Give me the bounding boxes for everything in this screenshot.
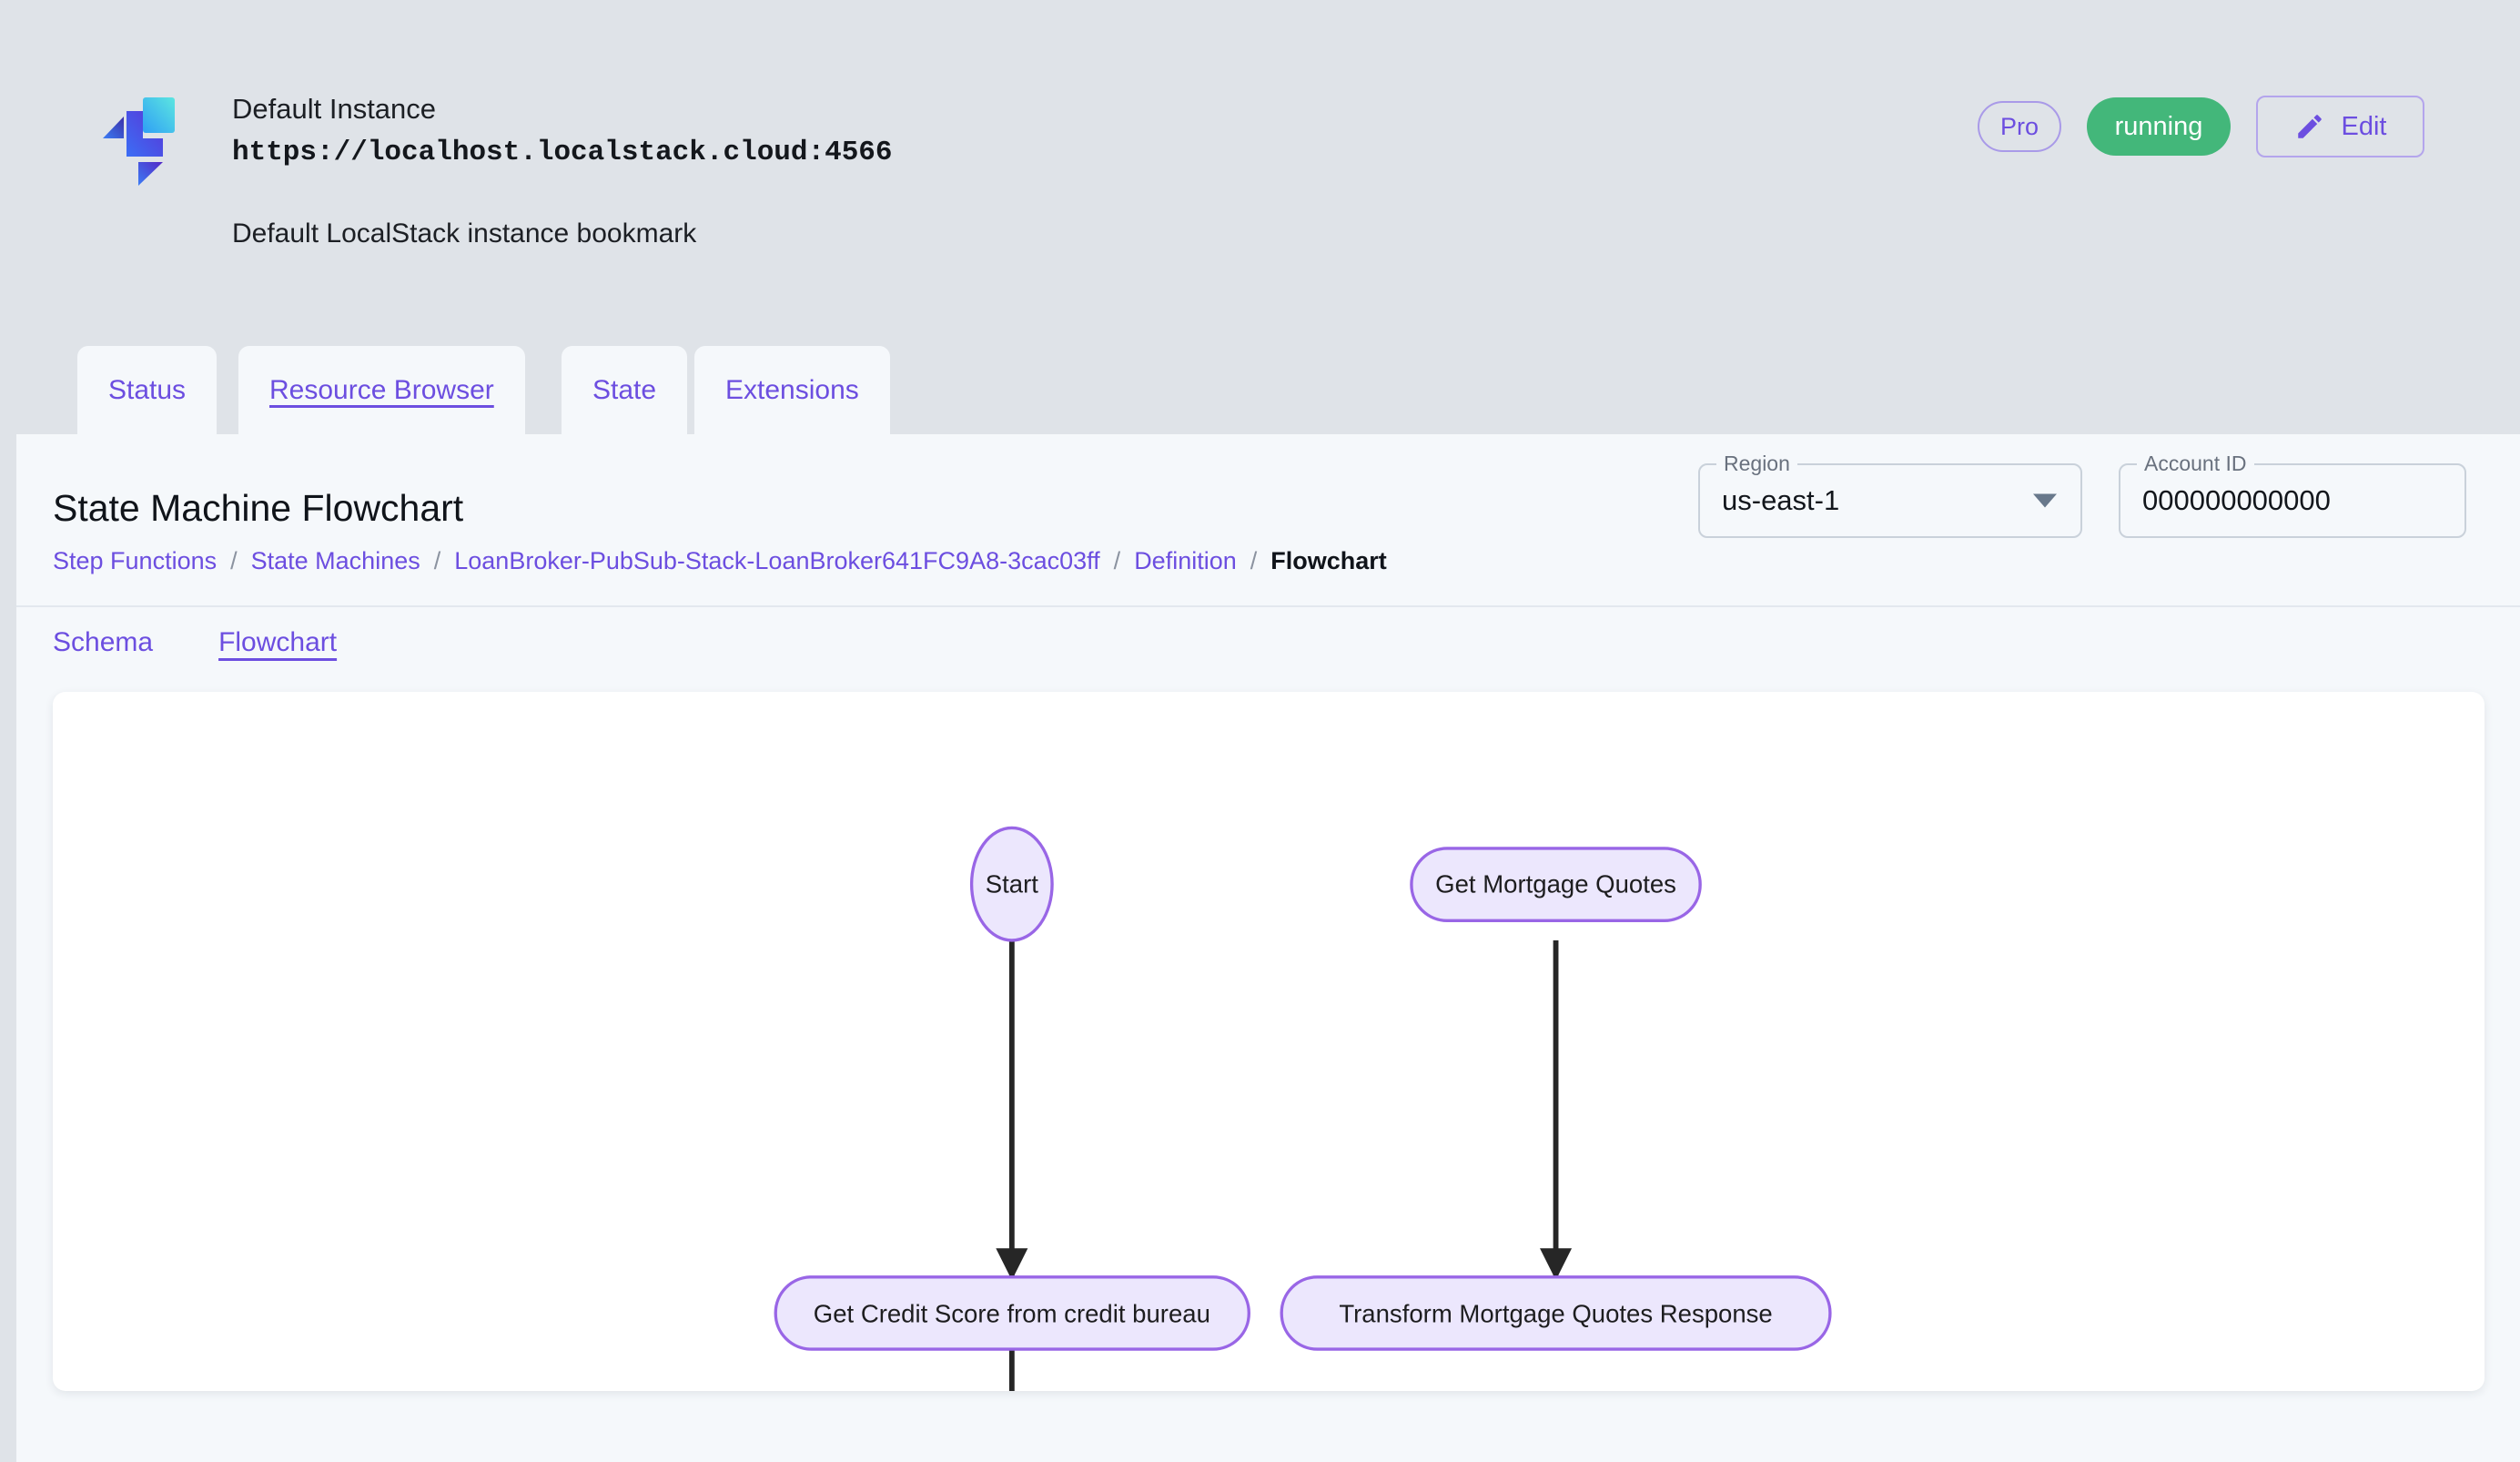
tab-resource-browser[interactable]: Resource Browser (238, 346, 525, 435)
flowchart-edges (996, 939, 1573, 1391)
edit-button[interactable]: Edit (2256, 96, 2424, 157)
subtab-schema[interactable]: Schema (53, 627, 154, 657)
flowchart-node-label: Start (986, 870, 1038, 899)
instance-name: Default Instance (232, 93, 437, 125)
header-actions: Pro running Edit (1978, 96, 2424, 157)
page-title: State Machine Flowchart (53, 487, 464, 529)
breadcrumb-separator: / (433, 547, 441, 574)
instance-header: Default Instance https://localhost.local… (0, 0, 2520, 346)
breadcrumb-item-step-functions[interactable]: Step Functions (53, 547, 218, 574)
tab-state[interactable]: State (562, 346, 688, 435)
flowchart-node-label: Get Credit Score from credit bureau (814, 1299, 1210, 1327)
pencil-icon (2294, 111, 2325, 142)
breadcrumb-separator: / (1250, 547, 1258, 574)
instance-endpoint-url: https://localhost.localstack.cloud:4566 (232, 137, 893, 169)
breadcrumb-separator: / (1113, 547, 1121, 574)
region-value: us-east-1 (1722, 484, 1840, 516)
edit-button-label: Edit (2341, 111, 2387, 141)
main-tabs: Status Resource Browser State Extensions (0, 346, 2520, 437)
flowchart-node-transform-response[interactable]: Transform Mortgage Quotes Response (1280, 1275, 1832, 1351)
chevron-down-icon[interactable] (2033, 493, 2057, 508)
account-id-value: 000000000000 (2142, 484, 2331, 516)
tab-extensions[interactable]: Extensions (694, 346, 890, 435)
content-panel: State Machine Flowchart Step Functions /… (16, 434, 2520, 1462)
localstack-logo-icon (91, 82, 200, 191)
breadcrumb-item-flowchart: Flowchart (1270, 547, 1387, 574)
flowchart-node-label: Get Mortgage Quotes (1435, 870, 1676, 899)
flowchart-node-label: Transform Mortgage Quotes Response (1339, 1299, 1772, 1327)
breadcrumb: Step Functions / State Machines / LoanBr… (53, 547, 1387, 575)
breadcrumb-item-state-machines[interactable]: State Machines (250, 547, 420, 574)
breadcrumb-item-definition[interactable]: Definition (1134, 547, 1237, 574)
flowchart-canvas[interactable]: Start Get Credit Score from credit burea… (53, 692, 2485, 1391)
status-badge: running (2087, 97, 2231, 156)
flowchart-node-get-credit-score[interactable]: Get Credit Score from credit bureau (774, 1275, 1250, 1351)
region-label: Region (1716, 452, 1797, 476)
instance-description: Default LocalStack instance bookmark (232, 218, 697, 249)
account-id-label: Account ID (2137, 452, 2254, 476)
instance-meta: Default Instance https://localhost.local… (232, 91, 893, 168)
flowchart-node-get-mortgage-quotes[interactable]: Get Mortgage Quotes (1410, 847, 1702, 922)
flowchart-svg: Start Get Credit Score from credit burea… (774, 826, 1832, 1391)
subtab-flowchart[interactable]: Flowchart (218, 627, 338, 657)
pro-badge[interactable]: Pro (1978, 101, 2061, 152)
region-select[interactable]: Region us-east-1 (1698, 452, 2082, 538)
breadcrumb-item-state-machine-id[interactable]: LoanBroker-PubSub-Stack-LoanBroker641FC9… (454, 547, 1100, 574)
tab-status[interactable]: Status (77, 346, 218, 435)
sub-tabs: Schema Flowchart (53, 627, 337, 658)
flowchart-node-start[interactable]: Start (969, 826, 1054, 942)
account-id-field[interactable]: Account ID 000000000000 (2119, 452, 2466, 538)
breadcrumb-separator: / (230, 547, 238, 574)
section-divider (16, 605, 2520, 607)
